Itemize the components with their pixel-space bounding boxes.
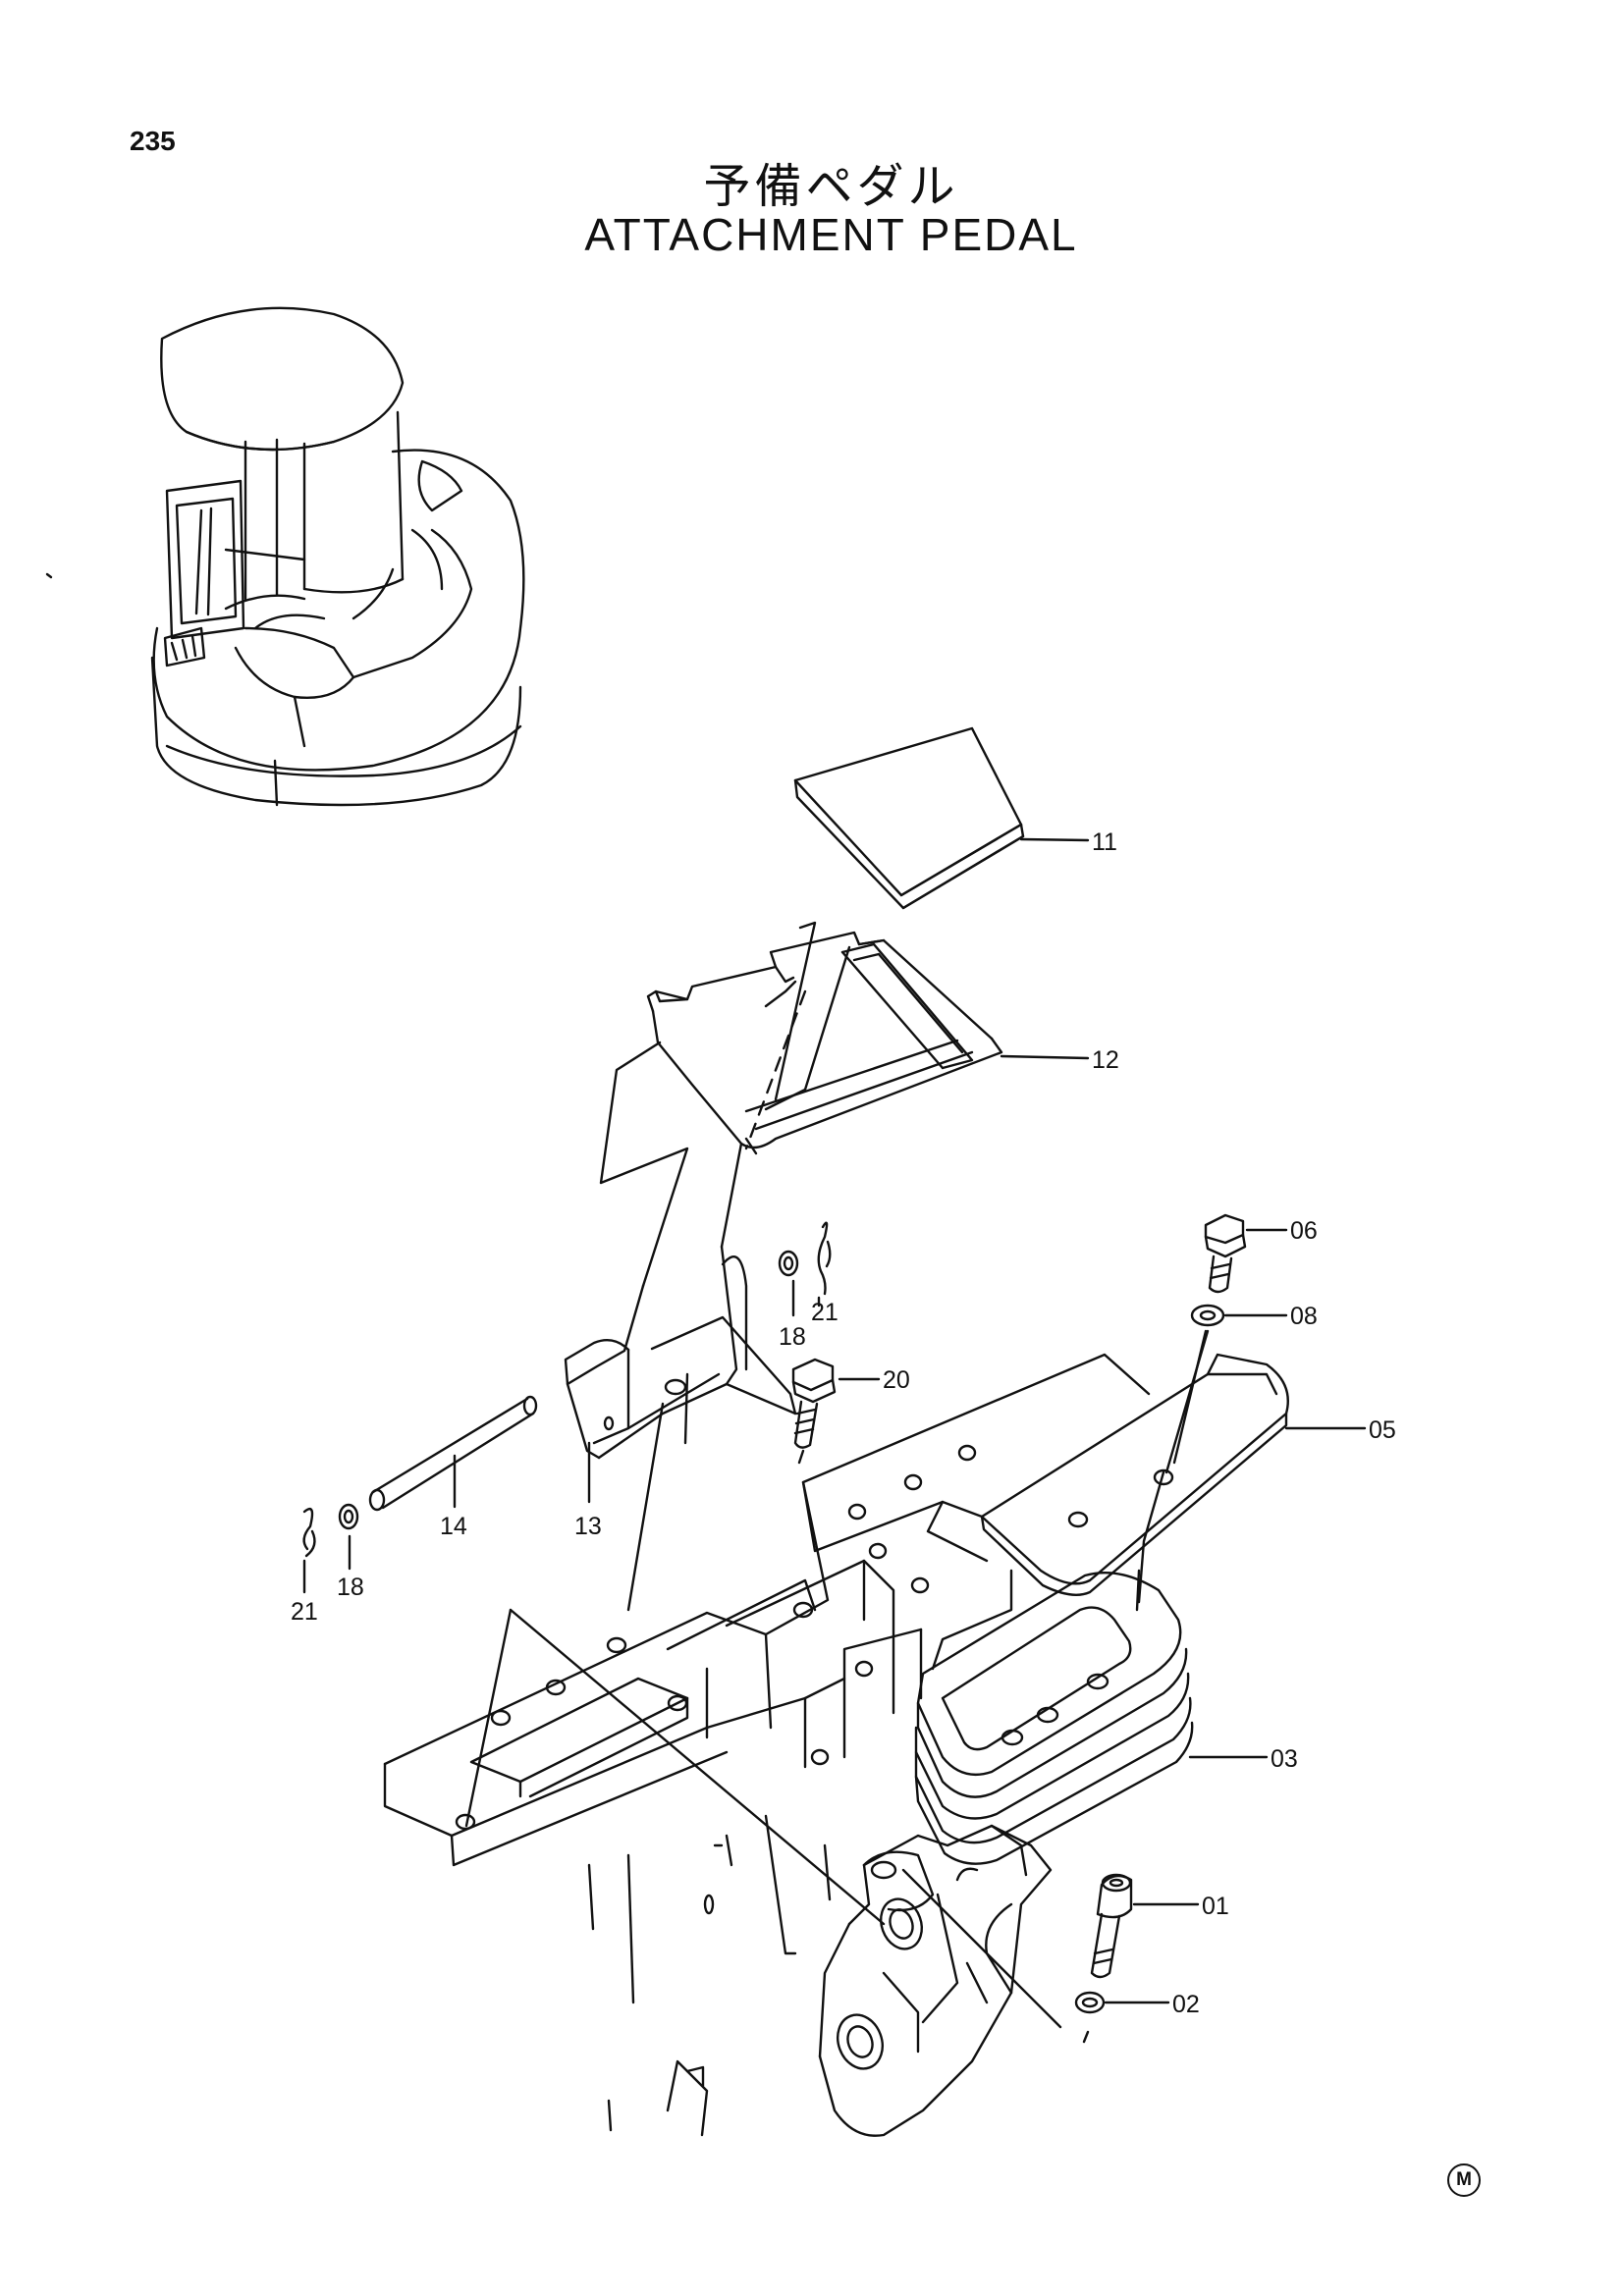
callout-08: 08 <box>1290 1303 1318 1330</box>
part-12-pedal-plate <box>646 931 1090 1149</box>
part-21-clip-upper <box>817 1221 832 1308</box>
callout-14: 14 <box>440 1513 467 1540</box>
callout-06: 06 <box>1290 1217 1318 1245</box>
part-18-washer-lower <box>338 1503 359 1571</box>
callout-21-upper: 21 <box>811 1299 839 1326</box>
callout-01: 01 <box>1202 1893 1229 1920</box>
floor-bracket <box>383 1353 1151 2137</box>
part-02-washer <box>1074 1991 1170 2014</box>
pilot-valve-body <box>818 1824 1053 2137</box>
assembly-lines <box>464 989 1210 2044</box>
callout-13: 13 <box>574 1513 602 1540</box>
callout-18-upper: 18 <box>779 1323 806 1351</box>
callout-05: 05 <box>1369 1416 1396 1444</box>
part-20-bolt <box>791 1358 881 1465</box>
callout-02: 02 <box>1172 1991 1200 2018</box>
page-number: 235 <box>130 126 176 156</box>
pedal-arm <box>564 921 851 1460</box>
circled-m-mark: M <box>1447 2163 1481 2197</box>
title-english: ATTACHMENT PEDAL <box>584 209 1078 260</box>
callout-21-lower: 21 <box>291 1598 318 1626</box>
callout-18-lower: 18 <box>337 1574 364 1601</box>
part-01-socket-screw <box>1090 1873 1200 1979</box>
callout-12: 12 <box>1092 1046 1119 1074</box>
part-03-rubber-boot <box>914 1571 1269 1865</box>
part-11-pedal-pad <box>793 726 1090 910</box>
part-05-cover-plate <box>980 1353 1367 1596</box>
part-14-pin <box>368 1395 538 1512</box>
part-06-bolt <box>1204 1213 1288 1294</box>
callout-20: 20 <box>883 1366 910 1394</box>
part-18-washer-upper <box>778 1250 799 1317</box>
title-japanese: 予備ペダル <box>703 159 959 214</box>
callout-11: 11 <box>1092 828 1117 856</box>
part-21-clip-lower <box>302 1508 316 1594</box>
callout-03: 03 <box>1271 1745 1298 1773</box>
seat-overview-inset <box>45 306 525 807</box>
